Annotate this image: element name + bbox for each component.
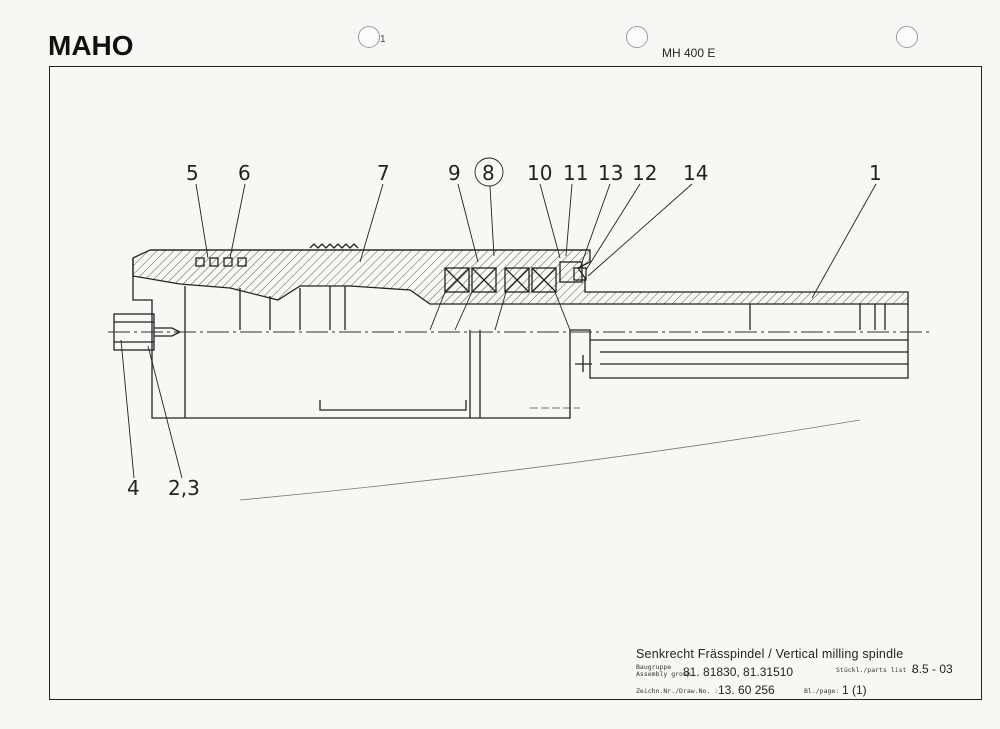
- callout-10: 10: [527, 161, 552, 185]
- callout-13: 13: [598, 161, 623, 185]
- model-label: MH 400 E: [662, 46, 716, 60]
- leader-lines: [120, 183, 877, 479]
- callout-7: 7: [377, 161, 390, 185]
- maho-logo: MAHO: [48, 30, 134, 61]
- callout-4: 4: [127, 476, 140, 500]
- callout-circle: [474, 157, 504, 187]
- callout-6: 6: [238, 161, 251, 185]
- drawing-frame: [49, 66, 982, 700]
- callout-11: 11: [563, 161, 588, 185]
- drawing-no-value: 13. 60 256: [718, 683, 775, 697]
- page-mark: 1: [380, 34, 386, 45]
- parts-list-label: Stückl./parts list :: [836, 666, 915, 674]
- drawing-no-label: Zeichn.Nr./Draw.No. :: [636, 687, 719, 695]
- punch-hole: [358, 26, 380, 48]
- punch-hole: [896, 26, 918, 48]
- page-label: Bl./page:: [804, 687, 840, 695]
- drawing-title: Senkrecht Frässpindel / Vertical milling…: [636, 647, 904, 661]
- callout-9: 9: [448, 161, 461, 185]
- punch-hole: [626, 26, 648, 48]
- page-value: 1 (1): [842, 683, 867, 697]
- assembly-label-en: Assembly group: [636, 670, 691, 678]
- callout-1: 1: [869, 161, 882, 185]
- parts-list-value: 8.5 - 03: [912, 662, 953, 676]
- callout-12: 12: [632, 161, 657, 185]
- spindle-section: [113, 243, 909, 419]
- construction-line: [239, 419, 861, 501]
- callout-5: 5: [186, 161, 199, 185]
- callout-2-3: 2,3: [168, 476, 200, 500]
- callout-14: 14: [683, 161, 708, 185]
- callout-8: 8: [482, 161, 495, 185]
- assembly-label-de: Baugruppe: [636, 663, 672, 671]
- assembly-value: 81. 81830, 81.31510: [683, 665, 794, 679]
